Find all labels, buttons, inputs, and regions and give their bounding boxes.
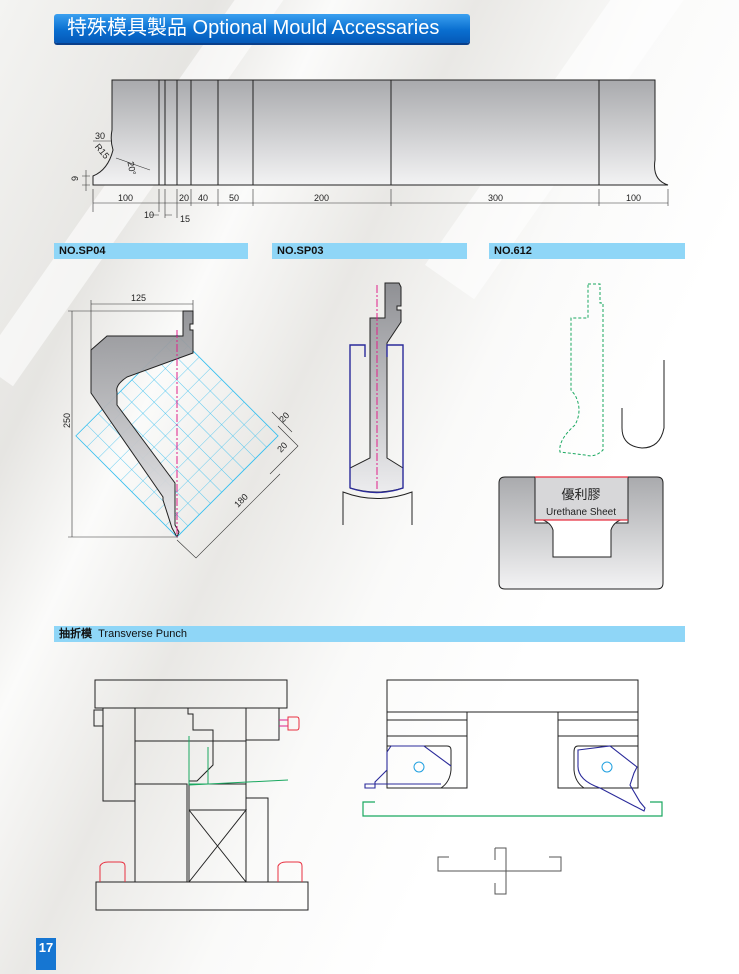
page-number: 17 bbox=[36, 938, 56, 970]
dim-10: 10 bbox=[144, 210, 154, 220]
dim-r15: R15 bbox=[93, 142, 111, 161]
urethane-label-en: Urethane Sheet bbox=[546, 507, 616, 518]
section-label-cn: 抽折模 bbox=[59, 628, 92, 640]
section-label-en: Transverse Punch bbox=[98, 628, 187, 640]
dim-40: 40 bbox=[198, 193, 208, 203]
dim-300: 300 bbox=[488, 193, 503, 203]
dim-200: 200 bbox=[314, 193, 329, 203]
dim-250: 250 bbox=[62, 413, 72, 428]
dim-20-b: 20 bbox=[275, 440, 289, 454]
page-title: 特殊模具製品 Optional Mould Accessaries bbox=[54, 14, 470, 43]
dim-30: 30 bbox=[95, 131, 105, 141]
dim-angle-20: 20° bbox=[126, 161, 138, 177]
dim-50: 50 bbox=[229, 193, 239, 203]
section-header-transverse: 抽折模 Transverse Punch bbox=[54, 626, 685, 642]
dim-100-right: 100 bbox=[626, 193, 641, 203]
urethane-label-cn: 優利膠 bbox=[561, 487, 600, 502]
dim-15: 15 bbox=[180, 214, 190, 224]
section-header-sp03: NO.SP03 bbox=[272, 243, 467, 259]
dim-20: 20 bbox=[179, 193, 189, 203]
sp04-drawing: 125 250 20 20 180 bbox=[62, 293, 299, 559]
section-header-sp04: NO.SP04 bbox=[54, 243, 248, 259]
dim-100-left: 100 bbox=[118, 193, 133, 203]
transverse-punch-front-view bbox=[362, 679, 663, 895]
612-drawing: 優利膠 Urethane Sheet bbox=[498, 283, 665, 590]
dim-9: 9 bbox=[70, 176, 80, 181]
transverse-punch-side-view bbox=[93, 679, 309, 911]
long-punch-profile: 30 R15 20° 9 100 10 15 20 40 50 200 300 … bbox=[70, 79, 669, 224]
section-header-612: NO.612 bbox=[489, 243, 685, 259]
dim-20-a: 20 bbox=[277, 410, 291, 424]
dim-125: 125 bbox=[131, 293, 146, 303]
sp03-drawing bbox=[342, 282, 413, 525]
